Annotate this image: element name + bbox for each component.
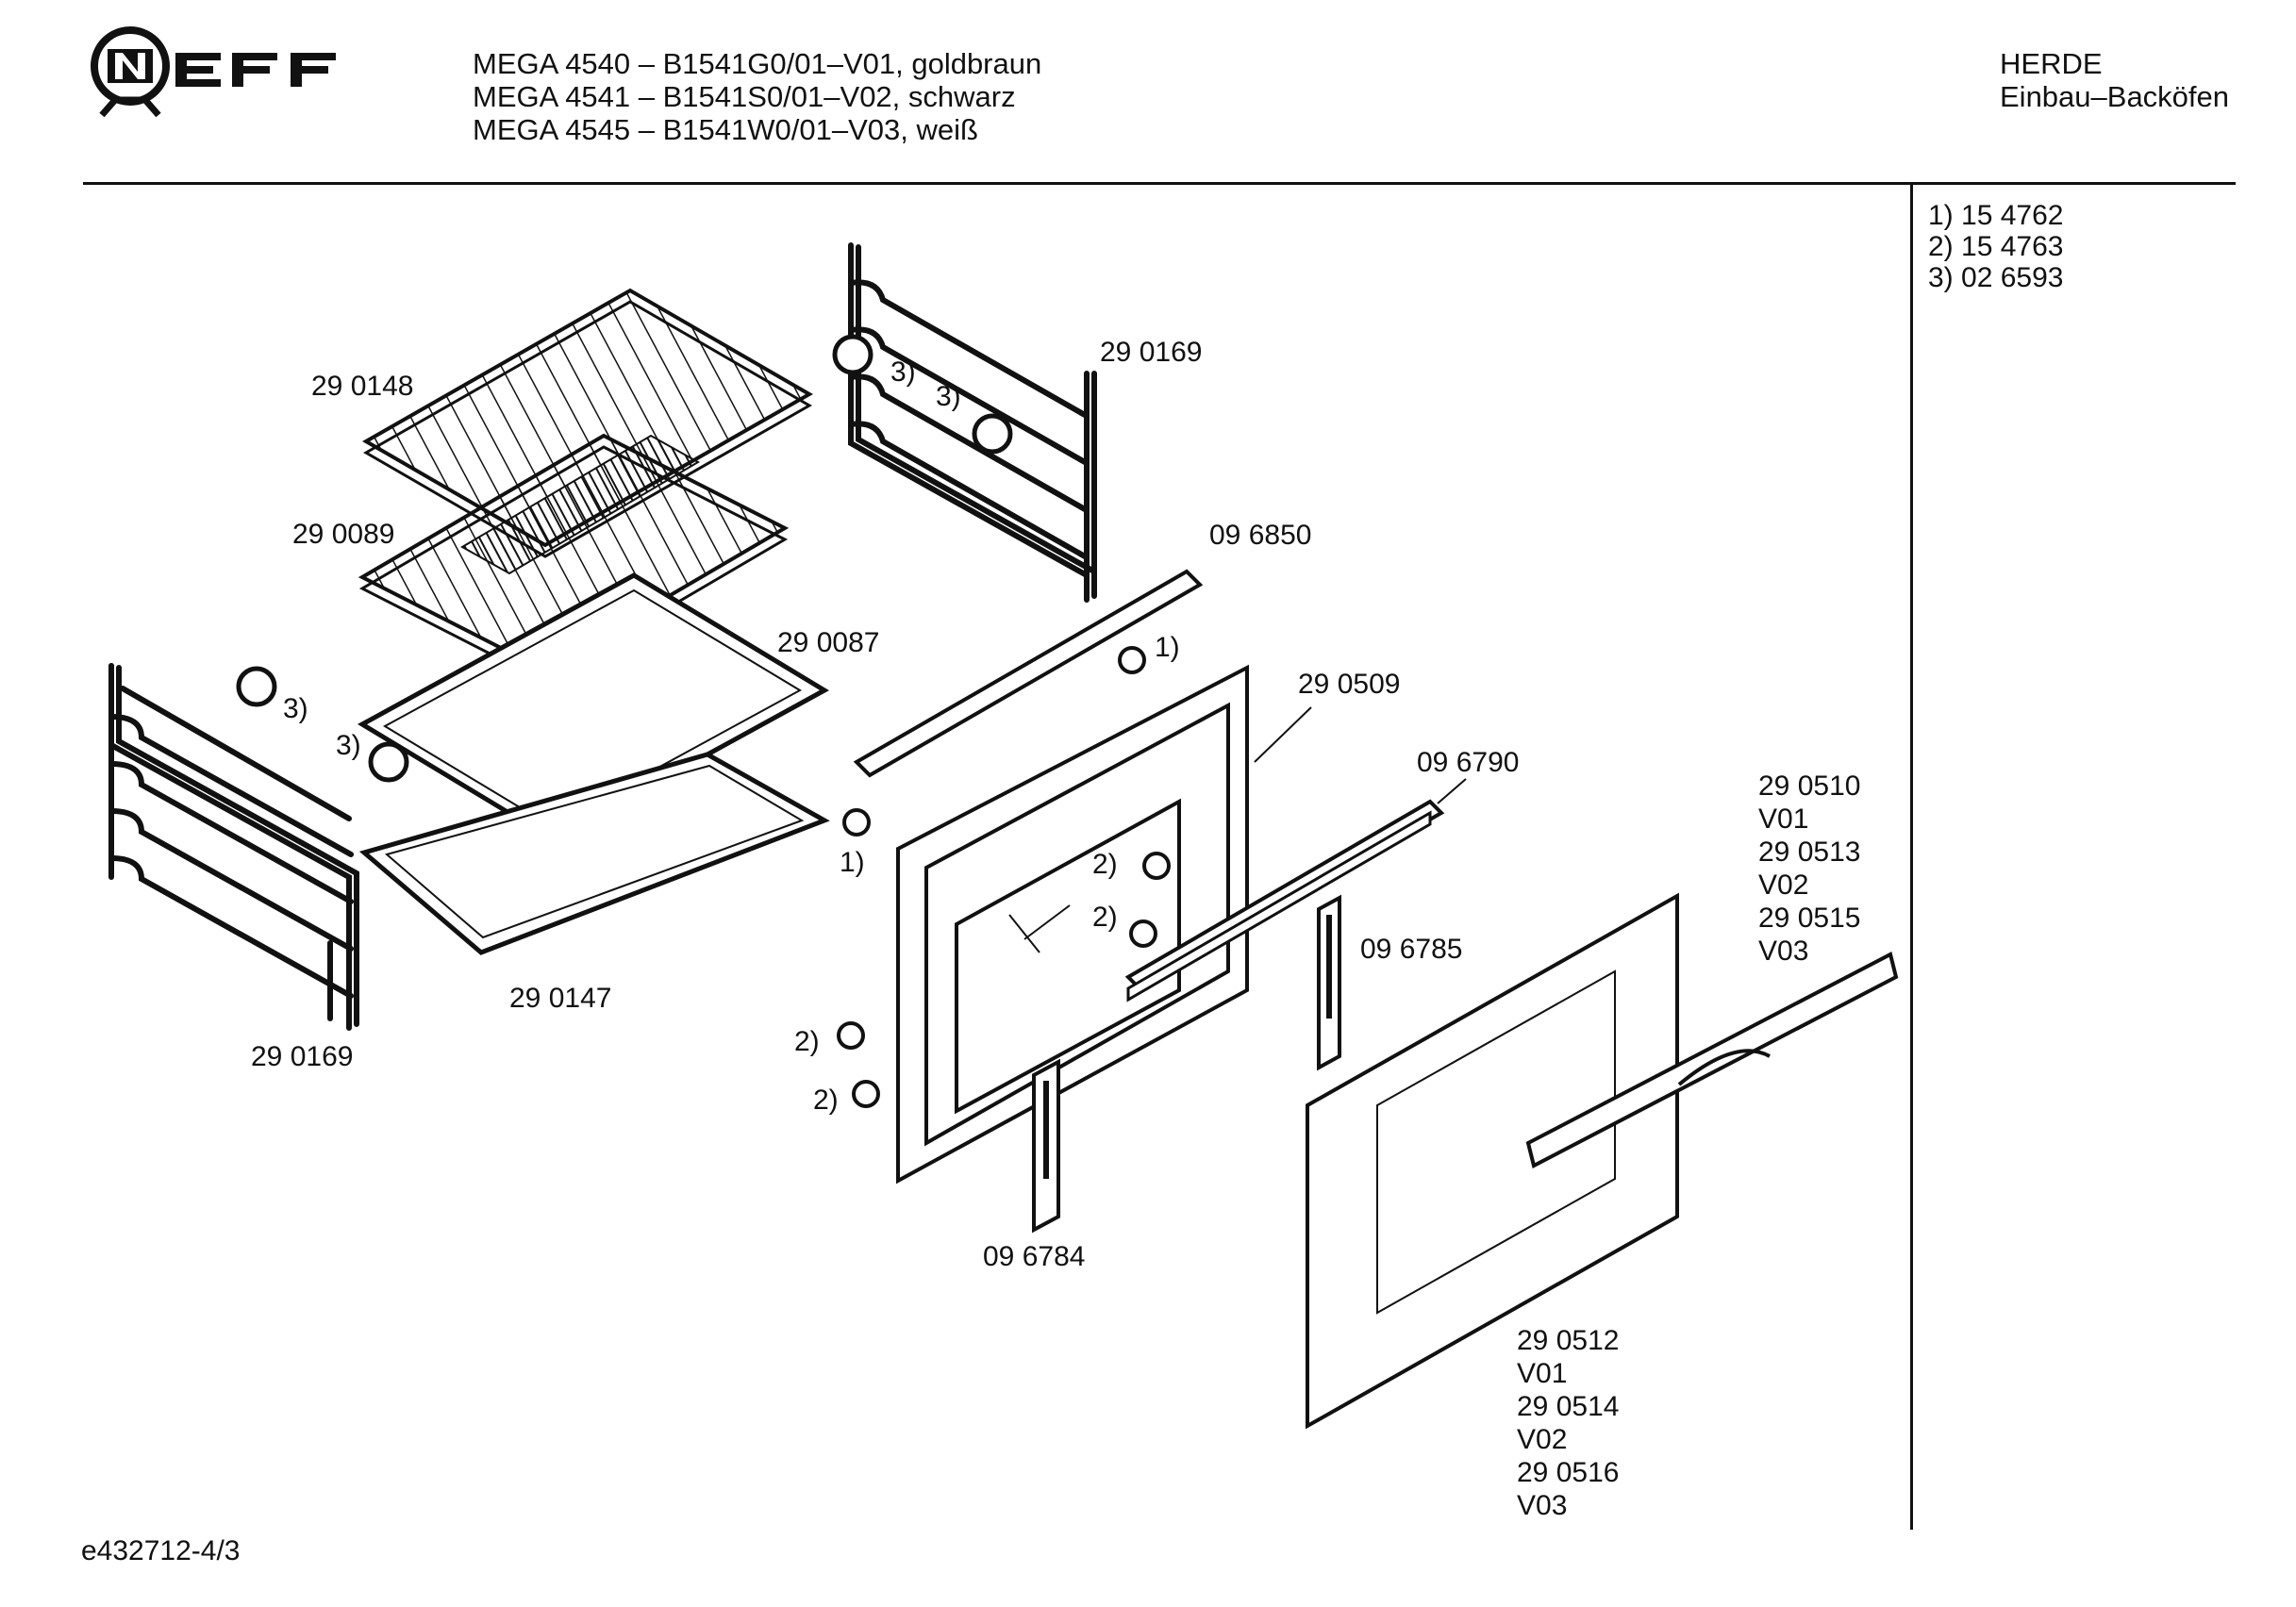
handle-variant-3: V03 — [1758, 936, 1809, 967]
label-tray-upper: 29 0087 — [777, 627, 880, 658]
callout-3-right-lower: 3) — [936, 381, 961, 412]
seal-strip — [853, 569, 1204, 778]
category-title: HERDE — [2000, 47, 2103, 80]
hinge-left — [1032, 1058, 1060, 1234]
label-hinge-right: 09 6785 — [1360, 934, 1463, 965]
label-door-glass-group: 29 0512 V01 29 0514 V02 29 0516 V03 — [1517, 1324, 1619, 1522]
handle-code-2: 29 0513 — [1758, 837, 1861, 868]
baking-tray-lower — [358, 752, 830, 955]
label-rail-left: 29 0169 — [251, 1041, 354, 1072]
callout-2-lower-left: 2) — [794, 1026, 820, 1057]
handle-code-3: 29 0515 — [1758, 903, 1861, 934]
callout-2-middle: 2) — [1092, 902, 1118, 933]
label-rack-top: 29 0148 — [311, 371, 414, 402]
callout-3-left-upper: 3) — [283, 693, 308, 724]
callout-2-bottom-left: 2) — [813, 1085, 839, 1116]
footnote-1: 1) 15 4762 — [1928, 200, 2064, 231]
category-block: HERDE Einbau–Backöfen — [2000, 47, 2229, 113]
side-rail-left — [108, 663, 359, 1031]
footnote-3: 3) 02 6593 — [1928, 262, 2064, 293]
glass-variant-2: V02 — [1517, 1424, 1568, 1455]
model-line-2: MEGA 4541 – B1541S0/01–V02, schwarz — [473, 80, 1016, 113]
rail-clip-icons — [236, 334, 1013, 783]
model-line-3: MEGA 4545 – B1541W0/01–V03, weiß — [473, 113, 978, 146]
callout-1-left: 1) — [840, 847, 865, 878]
neff-logo-icon — [91, 26, 336, 118]
hinge-rail — [1124, 799, 1445, 1002]
label-hinge-left: 09 6784 — [983, 1241, 1086, 1272]
callout-3-left-lower: 3) — [336, 730, 361, 761]
callout-2-upper: 2) — [1092, 849, 1118, 880]
footnote-list: 1) 15 4762 2) 15 4763 3) 02 6593 — [1928, 200, 2063, 293]
neff-logo — [81, 25, 355, 119]
handle-variant-2: V02 — [1758, 870, 1809, 901]
callout-3-right-upper: 3) — [890, 356, 916, 388]
side-rail-right — [848, 242, 1097, 603]
callout-1-top: 1) — [1155, 632, 1180, 663]
handle-code-1: 29 0510 — [1758, 770, 1861, 802]
label-rack-middle: 29 0089 — [292, 519, 395, 550]
door-glass-outer — [1306, 892, 1679, 1430]
glass-variant-3: V03 — [1517, 1490, 1568, 1521]
handle-variant-1: V01 — [1758, 804, 1809, 835]
baking-tray-upper — [357, 572, 830, 842]
glass-code-2: 29 0514 — [1517, 1391, 1620, 1422]
leader-lines — [1254, 706, 1467, 804]
footnote-2: 2) 15 4763 — [1928, 231, 2064, 262]
door-frame — [896, 664, 1249, 1185]
label-hinge-rail: 09 6790 — [1417, 747, 1520, 778]
category-subtitle: Einbau–Backöfen — [2000, 80, 2230, 113]
glass-code-3: 29 0516 — [1517, 1457, 1620, 1488]
model-line-1: MEGA 4540 – B1541G0/01–V01, goldbraun — [473, 47, 1042, 80]
model-list: MEGA 4540 – B1541G0/01–V01, goldbraun ME… — [473, 47, 1041, 146]
label-rail-right: 29 0169 — [1100, 337, 1203, 368]
header-divider — [83, 182, 2236, 185]
door-handle — [1525, 952, 1899, 1168]
glass-code-1: 29 0512 — [1517, 1325, 1620, 1356]
glass-variant-1: V01 — [1517, 1358, 1568, 1389]
drawing-id: e432712-4/3 — [81, 1535, 241, 1566]
label-tray-lower: 29 0147 — [509, 983, 612, 1014]
label-door-frame: 29 0509 — [1298, 669, 1401, 700]
notes-divider — [1910, 185, 1913, 1530]
screw-icons — [837, 646, 1171, 1108]
label-seal-strip: 09 6850 — [1209, 520, 1312, 551]
wire-rack-middle — [358, 433, 790, 683]
hinge-right — [1317, 894, 1341, 1071]
label-handle-group: 29 0510 V01 29 0513 V02 29 0515 V03 — [1758, 770, 1860, 968]
